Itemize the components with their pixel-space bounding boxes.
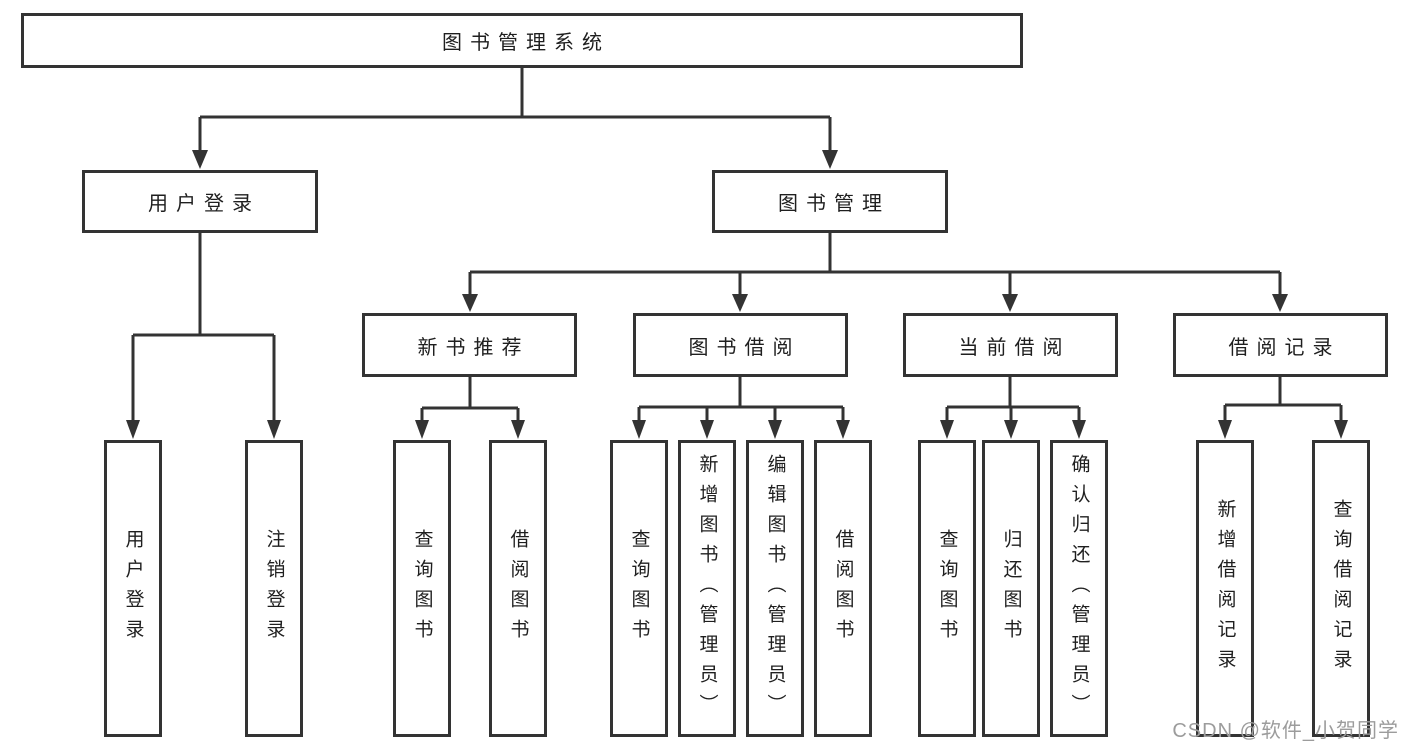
leaf-add-borrow-record: 新增借阅记录 (1196, 440, 1254, 737)
node-borrow-records: 借阅记录 (1173, 313, 1388, 377)
leaf-add-books-admin: 新增图书（管理员） (678, 440, 736, 737)
node-user-login: 用户登录 (82, 170, 318, 233)
leaf-confirm-return-admin-label: 确认归还（管理员） (1068, 453, 1090, 724)
leaf-user-login: 用户登录 (104, 440, 162, 737)
leaf-query-books-recommend-label: 查询图书 (411, 528, 433, 649)
node-book-management-label: 图书管理 (778, 193, 890, 215)
csdn-watermark: CSDN @软件_小贺同学 (1172, 720, 1399, 742)
leaf-logout-login-label: 注销登录 (263, 528, 285, 649)
leaf-query-books-current: 查询图书 (918, 440, 976, 737)
leaf-user-login-label: 用户登录 (122, 528, 144, 649)
node-current-borrow: 当前借阅 (903, 313, 1118, 377)
leaf-edit-books-admin: 编辑图书（管理员） (746, 440, 804, 737)
leaf-return-books-label: 归还图书 (1000, 528, 1022, 649)
leaf-query-books-borrow: 查询图书 (610, 440, 668, 737)
node-new-book-recommend: 新书推荐 (362, 313, 577, 377)
leaf-confirm-return-admin: 确认归还（管理员） (1050, 440, 1108, 737)
leaf-query-books-current-label: 查询图书 (936, 528, 958, 649)
leaf-return-books: 归还图书 (982, 440, 1040, 737)
node-new-book-recommend-label: 新书推荐 (417, 336, 530, 359)
node-book-borrow-label: 图书借阅 (688, 336, 801, 359)
leaf-query-borrow-record-label: 查询借阅记录 (1330, 498, 1352, 679)
node-book-management: 图书管理 (712, 170, 948, 233)
leaf-borrow-books: 借阅图书 (814, 440, 872, 737)
leaf-borrow-books-recommend-label: 借阅图书 (507, 528, 529, 649)
leaf-borrow-books-label: 借阅图书 (832, 528, 854, 649)
leaf-add-books-admin-label: 新增图书（管理员） (696, 453, 718, 724)
leaf-query-books-recommend: 查询图书 (393, 440, 451, 737)
leaf-borrow-books-recommend: 借阅图书 (489, 440, 547, 737)
node-user-login-label: 用户登录 (148, 193, 260, 215)
node-root-system-label: 图书管理系统 (442, 32, 610, 54)
leaf-query-borrow-record: 查询借阅记录 (1312, 440, 1370, 737)
node-borrow-records-label: 借阅记录 (1228, 336, 1341, 359)
node-book-borrow: 图书借阅 (633, 313, 848, 377)
leaf-add-borrow-record-label: 新增借阅记录 (1214, 498, 1236, 679)
node-root-system: 图书管理系统 (21, 13, 1023, 68)
leaf-query-books-borrow-label: 查询图书 (628, 528, 650, 649)
leaf-edit-books-admin-label: 编辑图书（管理员） (764, 453, 786, 724)
node-current-borrow-label: 当前借阅 (958, 336, 1071, 359)
leaf-logout-login: 注销登录 (245, 440, 303, 737)
